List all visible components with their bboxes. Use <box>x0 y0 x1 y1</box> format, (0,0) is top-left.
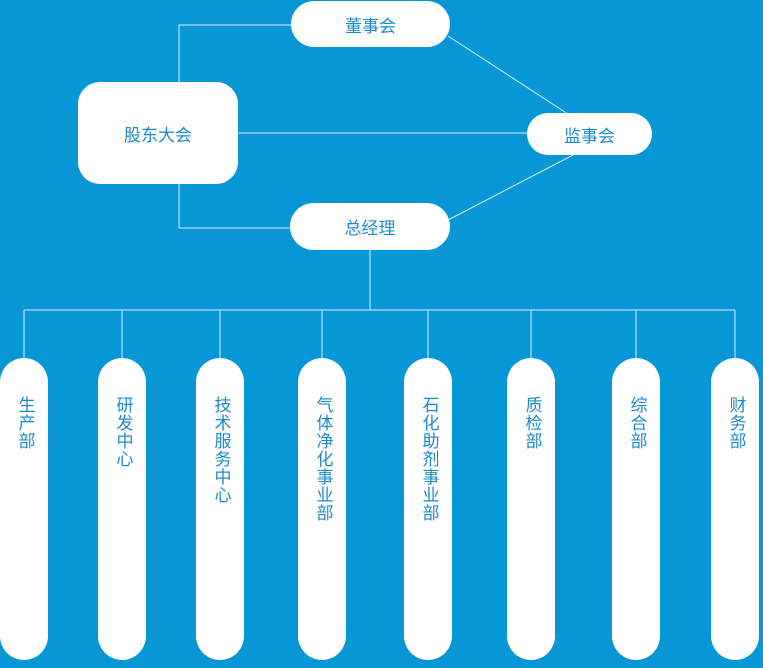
dept-label: 综合部 <box>626 396 647 450</box>
board-label: 董事会 <box>345 16 396 37</box>
dept-label: 财务部 <box>725 396 746 450</box>
line-manager-supervisors <box>447 153 576 221</box>
dept-finance: 财务部 <box>711 358 759 660</box>
dept-quality-inspection: 质检部 <box>507 358 555 660</box>
line-board-supervisors <box>447 35 569 115</box>
shareholders-label: 股东大会 <box>124 125 192 146</box>
dept-label: 石化助剂事业部 <box>418 396 439 522</box>
supervisors-label: 监事会 <box>564 126 615 147</box>
dept-label: 气体净化事业部 <box>312 396 333 522</box>
supervisors-node: 监事会 <box>527 113 652 155</box>
dept-tech-service-center: 技术服务中心 <box>196 358 244 660</box>
board-node: 董事会 <box>291 1 450 47</box>
dept-label: 生产部 <box>14 396 35 450</box>
manager-label: 总经理 <box>344 219 396 239</box>
dept-rnd-center: 研发中心 <box>98 358 146 660</box>
dept-gas-purification: 气体净化事业部 <box>298 358 346 660</box>
dept-label: 技术服务中心 <box>210 396 231 504</box>
dept-petrochemical-additives: 石化助剂事业部 <box>404 358 452 660</box>
dept-general-affairs: 综合部 <box>612 358 660 660</box>
shareholders-node: 股东大会 <box>78 82 238 184</box>
dept-label: 质检部 <box>521 396 542 450</box>
dept-label: 研发中心 <box>112 396 133 468</box>
manager-node: 总经理 <box>290 203 450 250</box>
dept-production: 生产部 <box>0 358 48 660</box>
